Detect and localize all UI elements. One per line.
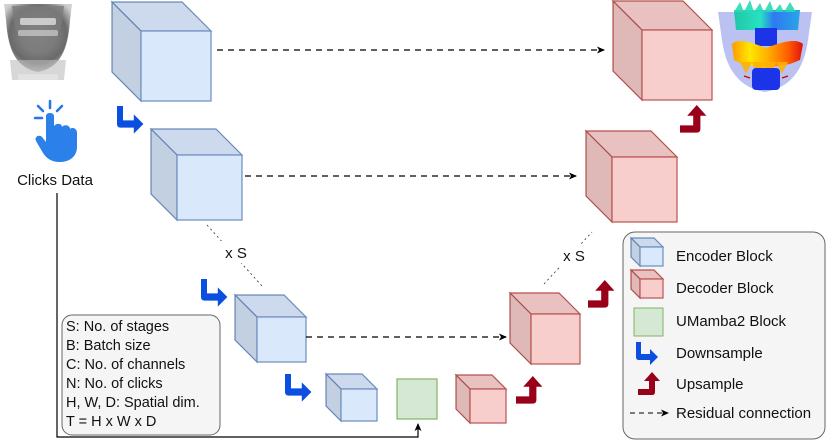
- decoder-block-2: [584, 129, 679, 224]
- legend-label: Downsample: [676, 345, 763, 362]
- legend-item: Decoder Block: [629, 268, 774, 300]
- stages-label-right: x S: [563, 248, 585, 265]
- legend-item: Residual connection: [630, 405, 811, 422]
- legend-label: Upsample: [676, 376, 744, 393]
- notation-line: S: No. of stages: [66, 319, 169, 335]
- notation-line: H, W, D: Spatial dim.: [66, 395, 200, 411]
- legend-item: Encoder Block: [629, 236, 773, 268]
- cube-front-face: [530, 313, 581, 365]
- cube-front-face: [176, 154, 243, 221]
- decoder-cube-icon: [629, 268, 665, 300]
- cube-front-face: [611, 156, 678, 223]
- segmentation-output-image: [718, 0, 812, 92]
- umamba2-block: [396, 378, 438, 420]
- encoder-block-3: [233, 293, 308, 364]
- legend-label: Residual connection: [676, 405, 811, 422]
- dental-xray-image: [4, 4, 72, 80]
- legend-item: Downsample: [636, 342, 763, 365]
- legend-item: UMamba2 Block: [633, 307, 787, 337]
- notation-line: B: Batch size: [66, 338, 151, 354]
- stages-label-left: x S: [225, 245, 247, 262]
- legend-label: Encoder Block: [676, 248, 773, 265]
- downsample-arrow-icon: [285, 374, 312, 402]
- legend-item: Upsample: [638, 372, 744, 395]
- notation-line: N: No. of clicks: [66, 376, 163, 392]
- legend-label: Decoder Block: [676, 280, 774, 297]
- umamba2-square-icon: [633, 307, 664, 337]
- cube-front-face: [140, 30, 212, 102]
- upsample-arrow-icon: [588, 280, 615, 308]
- cube-front-face: [469, 388, 507, 424]
- downsample-arrow-icon: [636, 342, 658, 365]
- cube-front-face: [340, 388, 378, 422]
- upsample-arrow-icon: [638, 372, 660, 395]
- downsample-arrow-icon: [117, 106, 144, 134]
- clicks-connector: [56, 193, 422, 438]
- click-hand-icon: [33, 99, 77, 162]
- clicks-data-label: Clicks Data: [17, 172, 94, 189]
- encoder-block-4: [324, 372, 379, 423]
- cube-front-face: [256, 316, 307, 363]
- upsample-arrow-icon: [680, 105, 707, 133]
- encoder-block-1: [110, 0, 213, 103]
- cube-front-face: [639, 246, 664, 267]
- cube-front-face: [641, 29, 713, 101]
- decoder-block-1: [611, 0, 714, 102]
- legend-label: UMamba2 Block: [676, 313, 787, 330]
- notation-line: C: No. of channels: [66, 357, 185, 373]
- encoder-block-2: [149, 127, 244, 222]
- cube-front-face: [639, 278, 664, 299]
- downsample-arrow-icon: [201, 279, 228, 307]
- notation-box: S: No. of stages B: Batch size C: No. of c…: [61, 314, 221, 436]
- upsample-arrow-icon: [516, 376, 543, 404]
- decoder-block-3: [508, 291, 582, 366]
- residual-connections: [217, 46, 605, 341]
- notation-line: T = H x W x D: [66, 414, 156, 430]
- decoder-block-4: [454, 373, 508, 425]
- encoder-cube-icon: [629, 236, 665, 268]
